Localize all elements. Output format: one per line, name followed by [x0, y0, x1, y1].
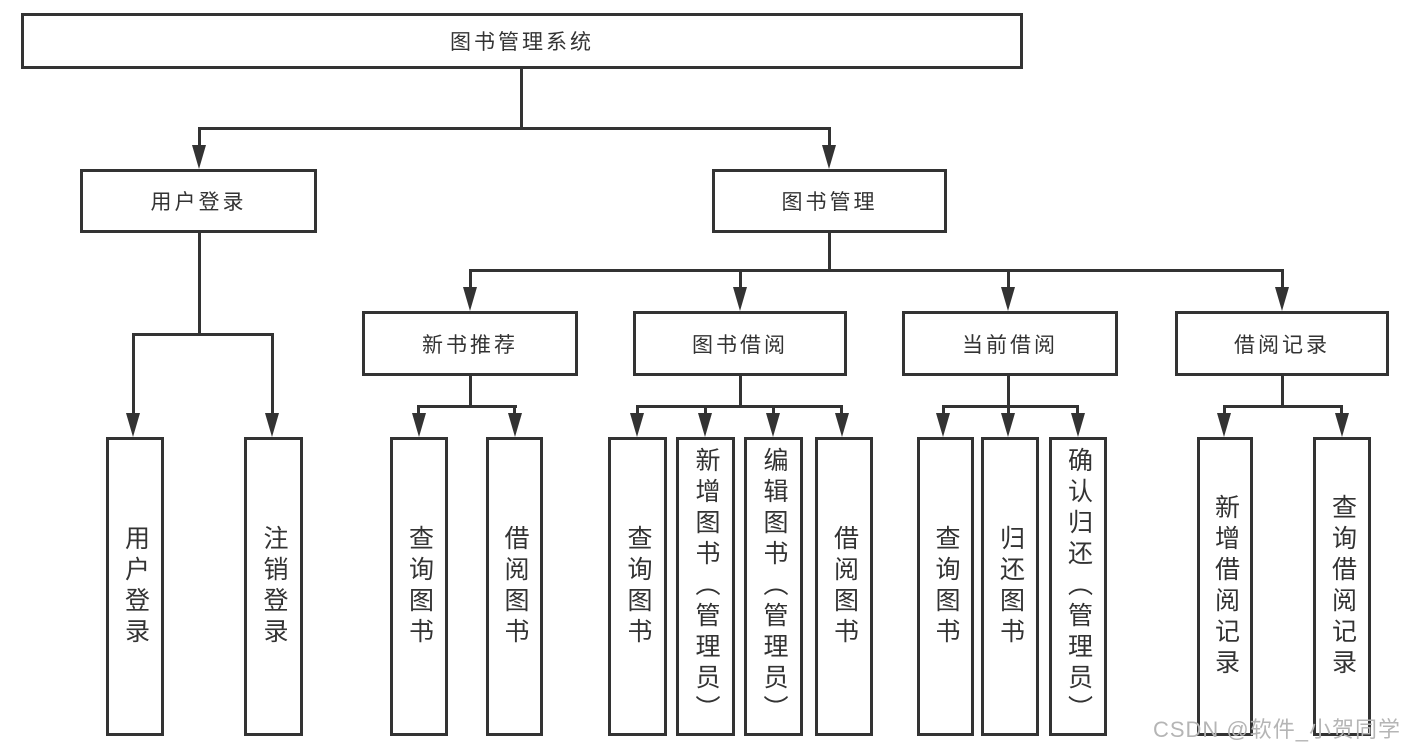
line-segment — [132, 333, 274, 336]
line-segment — [828, 233, 831, 272]
line-segment — [1281, 269, 1284, 290]
leaf-query-books-borrowing: 查询图书 — [608, 437, 667, 736]
line-segment — [1223, 405, 1226, 416]
leaf-edit-book-admin-label: 编辑图书（管理员） — [760, 447, 788, 726]
node-root-label: 图书管理系统 — [450, 31, 594, 54]
leaf-user-login-label: 用户登录 — [121, 524, 150, 649]
node-borrowing-records-label: 借阅记录 — [1234, 333, 1330, 357]
leaf-borrow-books-borrowing-label: 借阅图书 — [830, 524, 859, 649]
line-segment — [1007, 405, 1010, 416]
leaf-add-borrow-record: 新增借阅记录 — [1197, 437, 1253, 736]
line-segment — [417, 405, 420, 416]
leaf-borrow-books-recommend-label: 借阅图书 — [501, 524, 529, 649]
line-segment — [739, 269, 742, 290]
leaf-user-login: 用户登录 — [106, 437, 164, 736]
line-segment — [942, 405, 945, 416]
leaf-add-book-admin: 新增图书（管理员） — [676, 437, 735, 736]
arrow-head — [835, 413, 849, 437]
arrow-head — [508, 413, 522, 437]
leaf-query-books-recommend: 查询图书 — [390, 437, 448, 736]
arrow-head — [733, 287, 747, 311]
leaf-query-borrow-record-label: 查询借阅记录 — [1328, 493, 1357, 680]
line-segment — [1007, 269, 1010, 290]
leaf-query-books-current-label: 查询图书 — [932, 524, 960, 649]
line-segment — [513, 405, 516, 416]
node-book-borrowing-label: 图书借阅 — [692, 333, 788, 357]
arrow-head — [1071, 413, 1085, 437]
arrow-head — [698, 413, 712, 437]
node-user-login: 用户登录 — [80, 169, 317, 233]
leaf-query-borrow-record: 查询借阅记录 — [1313, 437, 1371, 736]
node-root: 图书管理系统 — [21, 13, 1023, 69]
line-segment — [636, 405, 843, 408]
line-segment — [271, 333, 274, 415]
arrow-head — [1001, 413, 1015, 437]
line-segment — [469, 269, 472, 290]
arrow-head — [265, 413, 279, 437]
arrow-head — [630, 413, 644, 437]
arrow-head — [463, 287, 477, 311]
line-segment — [469, 269, 1283, 272]
leaf-query-books-borrowing-label: 查询图书 — [624, 524, 652, 649]
arrow-head — [126, 413, 140, 437]
arrow-head — [192, 145, 206, 169]
leaf-edit-book-admin: 编辑图书（管理员） — [744, 437, 803, 736]
line-segment — [1076, 405, 1079, 416]
line-segment — [198, 127, 201, 149]
leaf-query-books-current: 查询图书 — [917, 437, 974, 736]
node-book-management-label: 图书管理 — [781, 191, 878, 214]
leaf-borrow-books-recommend: 借阅图书 — [486, 437, 543, 736]
node-new-book-recommendation-label: 新书推荐 — [422, 333, 518, 357]
arrow-head — [1001, 287, 1015, 311]
leaf-confirm-return-admin: 确认归还（管理员） — [1049, 437, 1107, 736]
node-book-management: 图书管理 — [712, 169, 947, 233]
leaf-query-books-recommend-label: 查询图书 — [405, 524, 434, 649]
arrow-head — [412, 413, 426, 437]
node-user-login-label: 用户登录 — [150, 191, 247, 214]
line-segment — [520, 69, 523, 127]
leaf-logout: 注销登录 — [244, 437, 303, 736]
leaf-add-borrow-record-label: 新增借阅记录 — [1211, 493, 1240, 680]
line-segment — [198, 127, 831, 130]
line-segment — [417, 405, 517, 408]
line-segment — [828, 127, 831, 149]
node-book-borrowing: 图书借阅 — [633, 311, 847, 376]
node-current-borrowing-label: 当前借阅 — [962, 333, 1058, 357]
leaf-logout-label: 注销登录 — [260, 524, 288, 649]
line-segment — [840, 405, 843, 416]
leaf-confirm-return-admin-label: 确认归还（管理员） — [1064, 447, 1093, 726]
arrow-head — [1217, 413, 1231, 437]
line-segment — [942, 405, 1079, 408]
line-segment — [1223, 405, 1343, 408]
arrow-head — [822, 145, 836, 169]
leaf-borrow-books-borrowing: 借阅图书 — [815, 437, 873, 736]
node-new-book-recommendation: 新书推荐 — [362, 311, 578, 376]
watermark-text: CSDN @软件_小贺同学 — [1152, 717, 1401, 742]
line-segment — [636, 405, 639, 416]
arrow-head — [766, 413, 780, 437]
node-current-borrowing: 当前借阅 — [902, 311, 1118, 376]
line-segment — [704, 405, 707, 416]
line-segment — [1281, 376, 1284, 408]
line-segment — [739, 376, 742, 408]
line-segment — [772, 405, 775, 416]
line-segment — [469, 376, 472, 408]
line-segment — [1340, 405, 1343, 416]
line-segment — [198, 233, 201, 336]
line-segment — [132, 333, 135, 415]
leaf-return-books-label: 归还图书 — [996, 524, 1025, 649]
arrow-head — [1335, 413, 1349, 437]
arrow-head — [936, 413, 950, 437]
line-segment — [1007, 376, 1010, 408]
arrow-head — [1275, 287, 1289, 311]
leaf-add-book-admin-label: 新增图书（管理员） — [692, 447, 720, 726]
node-borrowing-records: 借阅记录 — [1175, 311, 1389, 376]
leaf-return-books: 归还图书 — [981, 437, 1039, 736]
